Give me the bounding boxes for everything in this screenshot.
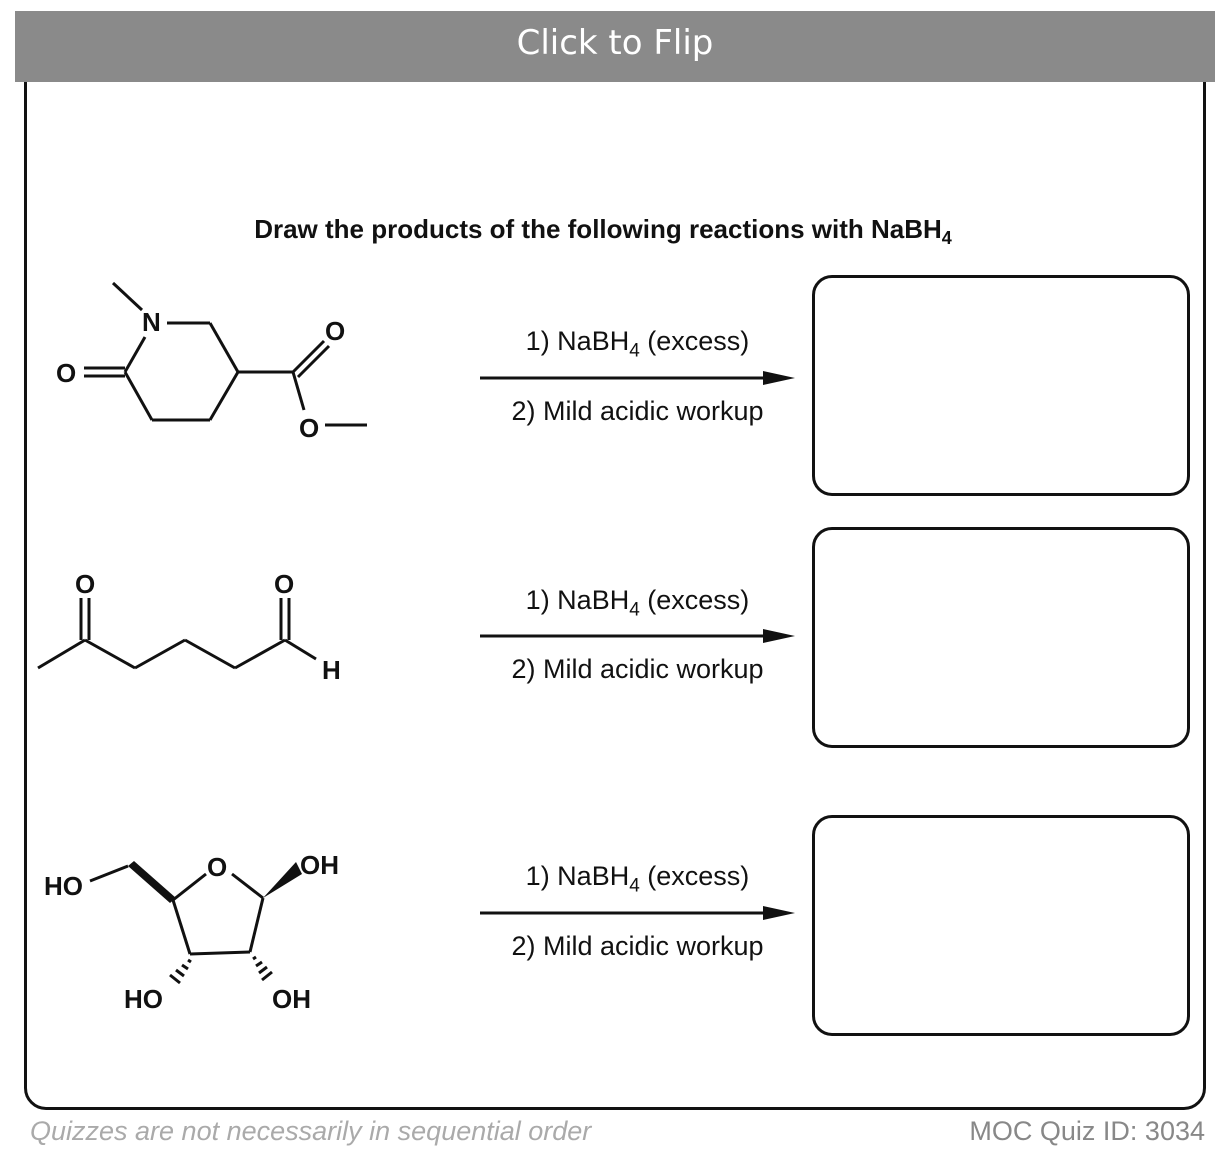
question-text: Draw the products of the following react… — [0, 214, 1218, 249]
step1-sub: 4 — [629, 599, 640, 621]
step1: 1) NaBH — [525, 861, 630, 891]
answer-box-3[interactable] — [812, 815, 1190, 1036]
step1: 1) NaBH — [525, 585, 630, 615]
reaction-arrow-2 — [480, 629, 795, 643]
quiz-id: MOC Quiz ID: 3034 — [969, 1116, 1205, 1146]
reaction-arrow-1 — [480, 371, 795, 385]
step1-tail: (excess) — [639, 585, 750, 615]
question-main: Draw the products of the following react… — [254, 214, 942, 244]
step1-tail: (excess) — [639, 326, 750, 356]
reagent-step2-2: 2) Mild acidic workup — [511, 654, 764, 684]
reagent-step2-1: 2) Mild acidic workup — [511, 396, 764, 426]
step1-sub: 4 — [629, 340, 640, 362]
flip-button[interactable]: Click to Flip — [15, 11, 1215, 82]
question-subscript: 4 — [941, 228, 952, 249]
reagent-step1-3: 1) NaBH4 (excess) — [480, 861, 795, 897]
reagent-step2-3: 2) Mild acidic workup — [511, 931, 764, 961]
step1-tail: (excess) — [639, 861, 750, 891]
reaction-arrow-3 — [480, 906, 795, 920]
reagent-step1-1: 1) NaBH4 (excess) — [480, 326, 795, 362]
flip-label: Click to Flip — [516, 22, 714, 63]
answer-box-2[interactable] — [812, 527, 1190, 748]
step1: 1) NaBH — [525, 326, 630, 356]
reagent-step1-2: 1) NaBH4 (excess) — [480, 585, 795, 621]
answer-box-1[interactable] — [812, 275, 1190, 496]
step1-sub: 4 — [629, 875, 640, 897]
footer-note: Quizzes are not necessarily in sequentia… — [30, 1116, 592, 1146]
